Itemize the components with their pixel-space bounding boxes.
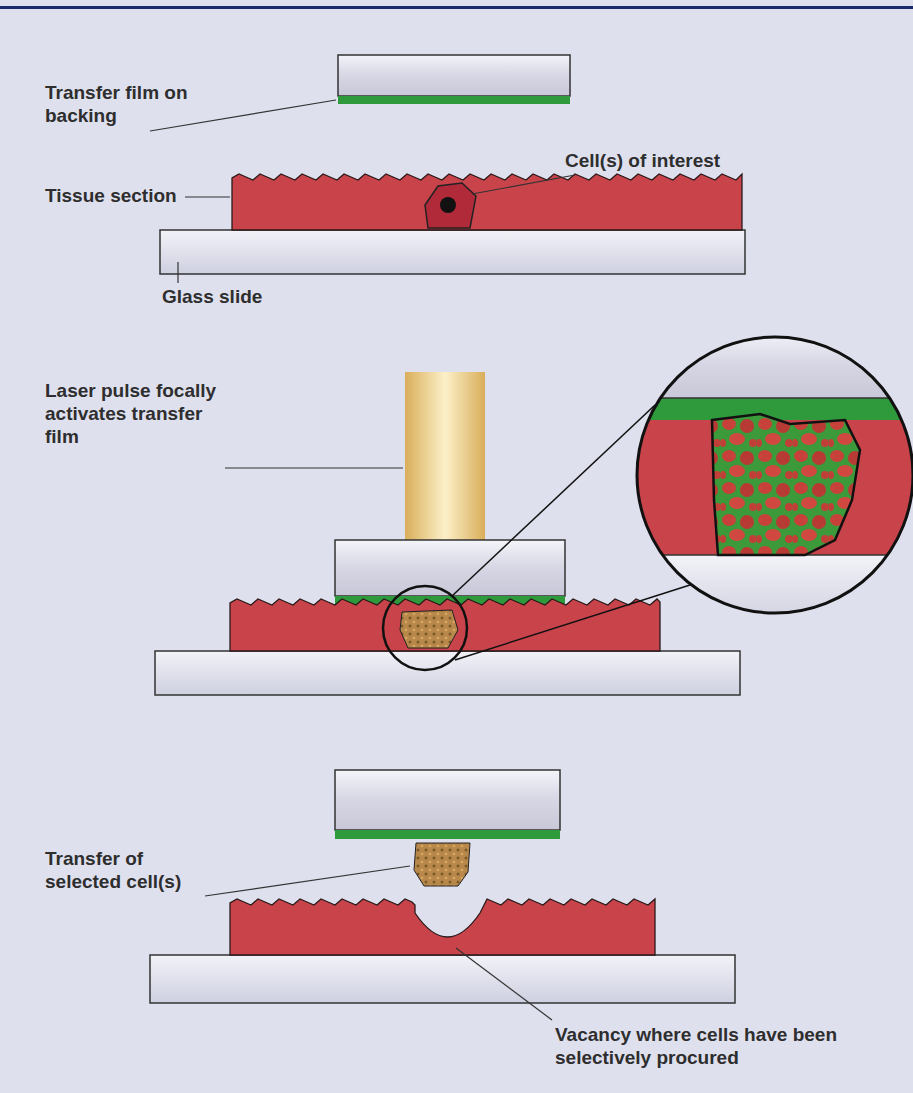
vacancy-label: Vacancy where cells have been selectivel… bbox=[555, 1024, 855, 1070]
film-label: Transfer film on backing bbox=[45, 82, 210, 128]
tissue-label: Tissue section bbox=[45, 185, 195, 208]
cell-label: Cell(s) of interest bbox=[565, 150, 765, 173]
tissue-section bbox=[230, 599, 660, 651]
tissue-section bbox=[230, 899, 655, 955]
tissue-section bbox=[232, 174, 742, 230]
slide-label: Glass slide bbox=[162, 286, 312, 309]
laser-label: Laser pulse focally activates transfer f… bbox=[45, 380, 225, 448]
transfer-label: Transfer of selected cell(s) bbox=[45, 848, 210, 894]
